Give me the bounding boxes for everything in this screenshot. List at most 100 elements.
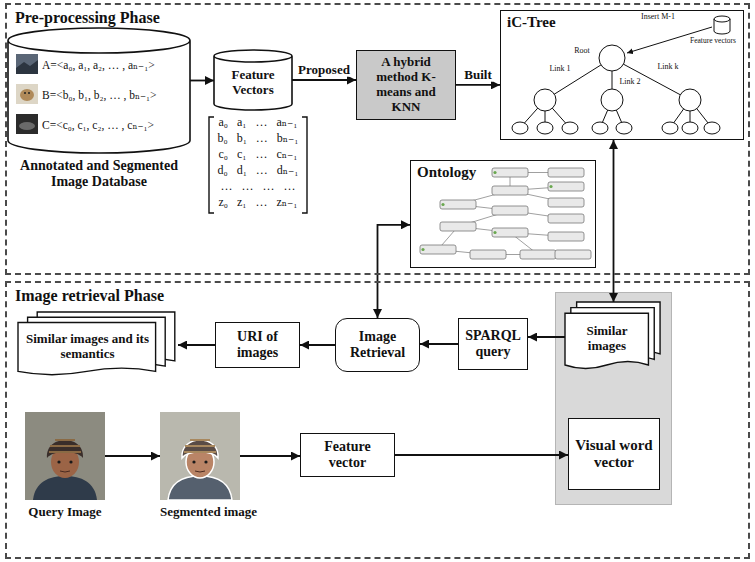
segmented-photo [204, 460, 207, 463]
tree-figure [662, 122, 678, 134]
query-photo [60, 471, 70, 472]
tree-panel: iC-Tree [500, 10, 744, 140]
node-text: A hybrid method K-means and KNN [362, 55, 450, 115]
node-text: Feature Vectors [218, 68, 288, 98]
ontology-graph [493, 171, 496, 174]
document-sheet [18, 323, 156, 375]
image-thumbnails [16, 54, 38, 134]
heading-text: Ontology [417, 164, 589, 181]
segmented-photo [192, 460, 195, 463]
tree-figure [599, 45, 625, 71]
tree-label: Feature vectors [684, 37, 742, 45]
ontology-graph [421, 248, 424, 251]
query-photo [57, 460, 60, 463]
flow-arrow [378, 225, 411, 318]
ontology-graph [420, 245, 456, 254]
tree-figure [512, 16, 730, 134]
image-thumbnails [24, 92, 26, 94]
ontology-graph [440, 222, 476, 231]
query-photo [25, 412, 105, 500]
matrix-row: a₀ a₁ … aₙ₋₁ [210, 116, 306, 129]
tree-figure [616, 122, 632, 134]
node-text: URI of images [221, 329, 294, 361]
node-text: Image Retrieval [341, 329, 414, 361]
heading-text: Image retrieval Phase [15, 287, 740, 305]
segmented-photo [168, 476, 232, 500]
flow-arrow [420, 343, 458, 345]
image-thumbnails [16, 54, 38, 74]
flow-arrow [528, 336, 565, 338]
ontology-graph [420, 168, 591, 259]
flow-arrow [613, 140, 615, 302]
image-thumbnails [19, 122, 35, 130]
segmented-photo [160, 412, 240, 500]
node-text: Similar images and its semantics [22, 332, 153, 362]
ontology-graph [555, 250, 591, 259]
tree-figure [512, 122, 528, 134]
ontology-graph [420, 168, 591, 259]
flow-arrow [178, 344, 215, 346]
cylinder-outline [214, 50, 292, 110]
tree-figure [562, 122, 578, 134]
tree-figure [601, 89, 623, 111]
ontology-graph [492, 168, 528, 177]
ontology-graph [520, 250, 556, 259]
flow-arrow [105, 455, 160, 457]
ontology-graph [470, 250, 506, 259]
ontology-graph [548, 214, 584, 223]
process-box: Feature vector [300, 433, 395, 477]
image-thumbnails [20, 89, 34, 101]
tree-label: Root [568, 47, 596, 56]
node-text: Visual word vector [574, 437, 654, 472]
matrix-brackets [209, 117, 307, 213]
ontology-graph [548, 182, 584, 191]
tree-label: Insert M-1 [632, 13, 684, 22]
node-text: Similar images [569, 324, 645, 354]
tree-figure [704, 122, 720, 134]
document-stack: Similar images [565, 302, 662, 372]
caption-text: Annotated and Segmented Image Database [8, 158, 190, 190]
image-thumbnails [16, 114, 38, 134]
matrix-row: c₀ c₁ … cₙ₋₁ [210, 148, 306, 161]
tree-label: Link 1 [546, 65, 574, 74]
edge-label: Proposed [296, 63, 352, 77]
query-photo [49, 440, 81, 452]
segmented-photo [182, 440, 218, 458]
heading-text: Pre-processing Phase [15, 9, 740, 27]
tree-figure [679, 89, 701, 111]
tree-figure [682, 122, 698, 134]
data-cylinder: Feature Vectors [214, 50, 292, 110]
node-text: SPARQL query [464, 328, 522, 360]
matrix-row: z₀ z₁ … zₙ₋₁ [210, 196, 306, 209]
image-frame: Query Image [25, 412, 105, 500]
database-cylinder: A=<a₀, a₁, a₂, … , aₙ₋₁>B=<b₀, b₁, b₂, …… [8, 28, 190, 153]
ontology-graph [421, 171, 552, 251]
process-box: Visual word vector [568, 418, 660, 490]
tree-label: Link k [654, 63, 682, 72]
ontology-graph [441, 203, 444, 206]
ontology-panel: Ontology [410, 160, 596, 268]
ontology-graph [440, 200, 476, 209]
matrix-brackets [209, 117, 307, 213]
tree-figure [534, 89, 556, 111]
caption-text: Query Image [28, 505, 101, 520]
matrix-row: d₀ d₁ … dₙ₋₁ [210, 164, 306, 177]
process-box: A hybrid method K-means and KNN [356, 50, 456, 120]
edge-label: Built [462, 68, 493, 82]
query-photo [25, 412, 105, 500]
flow-arrow [240, 455, 300, 457]
segmented-photo [195, 471, 205, 472]
tree-label: Link 2 [616, 78, 644, 87]
ontology-graph [549, 185, 552, 188]
caption-text: Segmented image [160, 505, 240, 520]
ontology-graph [492, 186, 528, 195]
matrix-row: … … … … [210, 180, 306, 193]
tree-figure [537, 122, 553, 134]
tree-figure [592, 122, 608, 134]
query-photo [47, 440, 83, 458]
segmented-photo [184, 440, 216, 452]
image-thumbnails [16, 84, 38, 104]
flow-arrow [292, 79, 356, 81]
document-stack: Similar images and its semantics [18, 312, 178, 378]
node-text: Feature vector [306, 439, 389, 471]
